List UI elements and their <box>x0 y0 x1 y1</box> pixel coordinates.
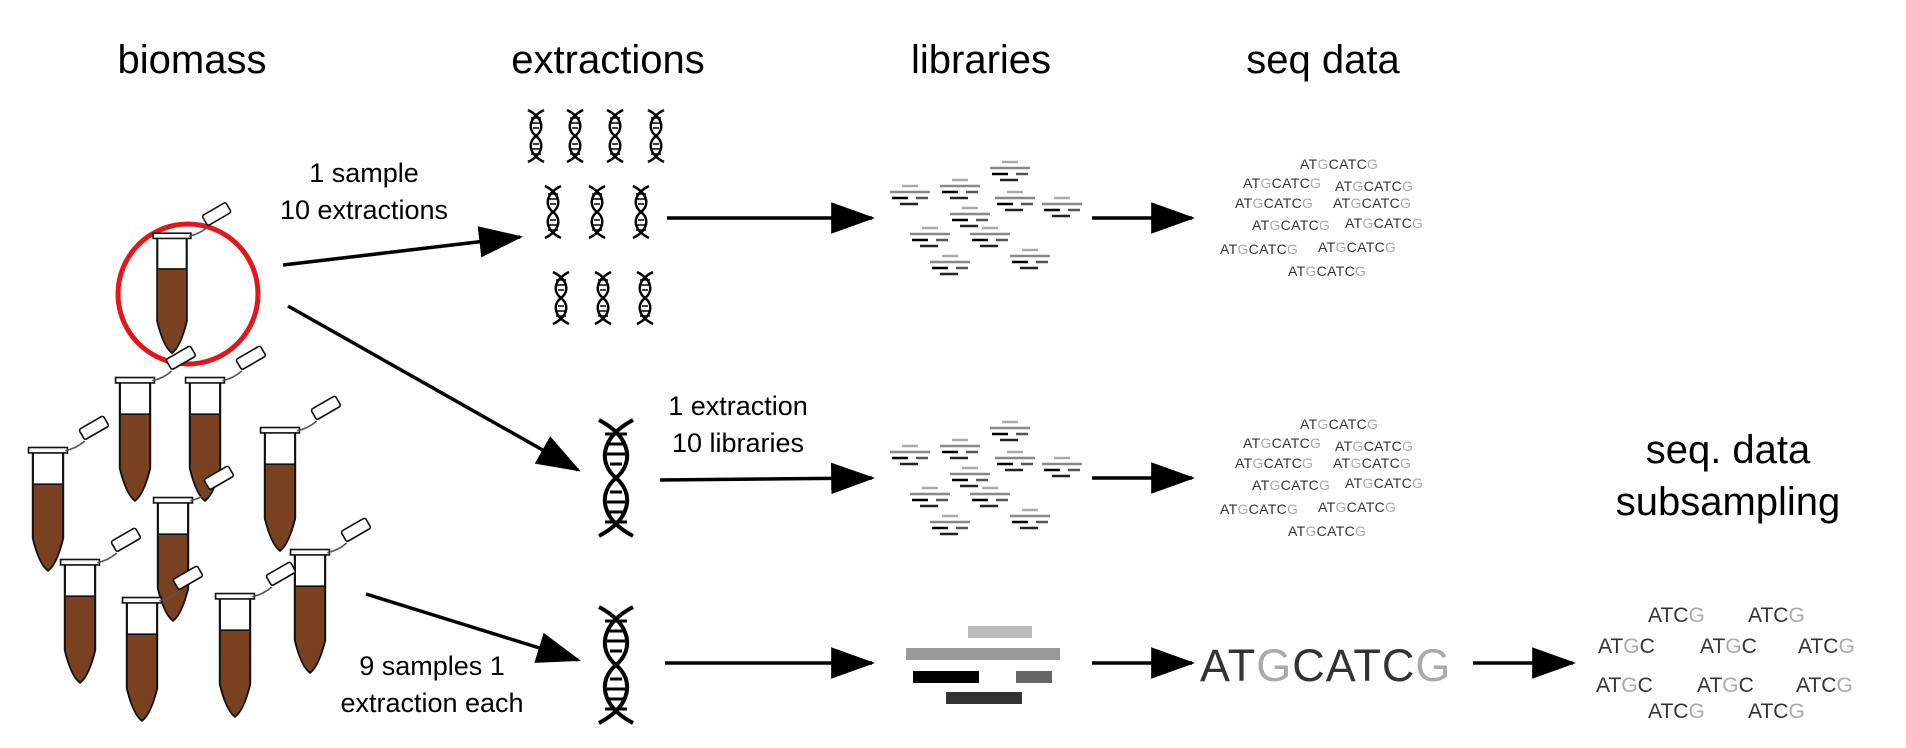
arrow <box>282 226 524 267</box>
seq-read-row1: ATGCATCG <box>1333 195 1412 211</box>
dna-extraction <box>631 184 651 240</box>
seq-read-row2: ATGCATCG <box>1235 455 1314 471</box>
seq-read-row1: ATGCATCG <box>1318 239 1397 255</box>
header-extractions: extractions <box>511 38 705 82</box>
seq-read-row1: ATGCATCG <box>1243 175 1322 191</box>
dna-extraction <box>635 270 655 326</box>
dna-extraction <box>605 108 625 164</box>
seq-read-row1: ATGCATCG <box>1345 215 1424 231</box>
subsampled-read: ATCG <box>1798 635 1855 658</box>
library-large-row3 <box>906 626 1060 704</box>
row1-label-line2: 10 extractions <box>279 195 449 225</box>
seq-read-row2: ATGCATCG <box>1288 523 1367 539</box>
dna-extraction <box>526 108 546 164</box>
arrow <box>659 462 876 495</box>
seq-read-row1: ATGCATCG <box>1220 241 1299 257</box>
arrow <box>287 304 581 472</box>
seq-read-row2: ATGCATCG <box>1318 499 1397 515</box>
row3-label-line1: 9 samples 1 <box>359 651 505 681</box>
seq-read-row1: ATGCATCG <box>1300 156 1379 172</box>
dna-extraction <box>551 270 571 326</box>
tube <box>214 560 298 718</box>
seq-read-row1: ATGCATCG <box>1288 263 1367 279</box>
highlight-circle <box>115 221 261 367</box>
dna-extraction <box>565 108 585 164</box>
subsampled-read: ATCG <box>1796 674 1853 697</box>
row2-label-line2: 10 libraries <box>671 428 805 458</box>
dna-extraction <box>543 184 563 240</box>
subsampled-read: ATGC <box>1598 635 1655 658</box>
tube <box>114 344 198 502</box>
seq-read-row2: ATGCATCG <box>1335 438 1414 454</box>
tube <box>27 414 111 572</box>
row3-label-line2: extraction each <box>340 688 524 718</box>
row2-label-line1: 1 extraction <box>668 391 808 421</box>
dna-extraction <box>587 184 607 240</box>
seq-read-row2: ATGCATCG <box>1252 477 1331 493</box>
seq-read-row1: ATGCATCG <box>1252 217 1331 233</box>
seq-read-row2: ATGCATCG <box>1220 501 1299 517</box>
seq-read-row2: ATGCATCG <box>1300 416 1379 432</box>
arrow <box>365 592 582 663</box>
tube <box>289 516 373 674</box>
subsampled-read: ATCG <box>1648 700 1705 723</box>
dna-extraction-large <box>597 605 635 725</box>
subsampled-read: ATGC <box>1700 635 1757 658</box>
seq-read-row2: ATGCATCG <box>1333 455 1412 471</box>
subsampled-read: ATGC <box>1697 674 1754 697</box>
subsampled-read: ATCG <box>1748 700 1805 723</box>
dna-extraction-large <box>597 418 635 538</box>
header-subsampling-line1: seq. data <box>1645 428 1811 472</box>
header-biomass: biomass <box>117 38 267 82</box>
library-cluster-row1 <box>888 160 1084 276</box>
tube <box>259 394 343 552</box>
seq-read-row1: ATGCATCG <box>1235 195 1314 211</box>
subsampled-read: ATCG <box>1648 604 1705 627</box>
sequence-large: ATGCATCG <box>1200 640 1451 692</box>
sequence-text: ATGCATCG <box>1200 640 1452 691</box>
dna-extraction <box>646 108 666 164</box>
seq-read-row2: ATGCATCG <box>1243 435 1322 451</box>
header-subsampling-line2: subsampling <box>1615 480 1841 524</box>
header-libraries: libraries <box>910 38 1052 82</box>
dna-extraction <box>593 270 613 326</box>
header-seq-data: seq data <box>1246 38 1400 82</box>
library-cluster-row2 <box>888 420 1084 536</box>
row1-label-line1: 1 sample <box>309 158 419 188</box>
seq-read-row1: ATGCATCG <box>1335 178 1414 194</box>
seq-read-row2: ATGCATCG <box>1345 475 1424 491</box>
subsampled-read: ATGC <box>1596 674 1653 697</box>
subsampled-read: ATCG <box>1748 604 1805 627</box>
